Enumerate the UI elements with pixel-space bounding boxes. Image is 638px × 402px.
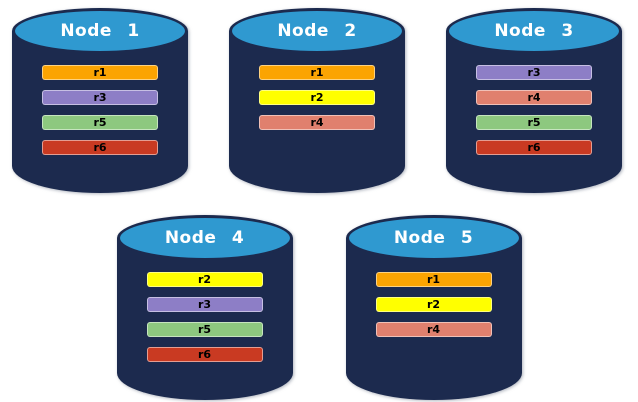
replica-bar-r1: r1: [42, 65, 158, 80]
replica-bar-r2: r2: [375, 297, 492, 312]
replica-list: r1 r2 r4: [346, 272, 522, 337]
node-cylinder: Node 3 r3 r4 r5 r6: [446, 8, 622, 193]
replica-bar-r6: r6: [476, 140, 592, 155]
node-label: Node 3: [494, 21, 574, 41]
replica-bar-r6: r6: [42, 140, 158, 155]
replica-list: r2 r3 r5 r6: [117, 272, 293, 362]
node-label: Node 2: [277, 21, 357, 41]
replica-bar-r2: r2: [146, 272, 263, 287]
cylinder-top-ellipse: Node 3: [446, 8, 622, 54]
bottom-row: Node 4 r2 r3 r5 r6 Node 5 r1 r2 r4: [0, 215, 638, 400]
replica-bar-r3: r3: [146, 297, 263, 312]
replica-bar-r2: r2: [259, 90, 375, 105]
node-label: Node 1: [60, 21, 140, 41]
cylinder-body: [116, 238, 293, 400]
node-cylinder: Node 1 r1 r3 r5 r6: [12, 8, 188, 193]
cylinder-top-ellipse: Node 2: [229, 8, 405, 54]
replica-bar-r1: r1: [375, 272, 492, 287]
node-cylinder: Node 5 r1 r2 r4: [345, 215, 522, 400]
replica-bar-r3: r3: [42, 90, 158, 105]
cylinder-top-ellipse: Node 1: [12, 8, 188, 54]
replica-list: r3 r4 r5 r6: [446, 65, 622, 155]
node-cylinder: Node 2 r1 r2 r4: [229, 8, 405, 193]
node-cylinder: Node 4 r2 r3 r5 r6: [116, 215, 293, 400]
cylinder-body: [229, 31, 405, 193]
node-label: Node 4: [164, 228, 245, 248]
replica-bar-r1: r1: [259, 65, 375, 80]
replica-bar-r5: r5: [476, 115, 592, 130]
replica-bar-r4: r4: [476, 90, 592, 105]
node-label: Node 5: [393, 228, 474, 248]
top-row: Node 1 r1 r3 r5 r6 Node 2 r1 r2 r4 Node 3 r3 r4 r5 r6: [0, 0, 638, 193]
cylinder-body: [446, 31, 622, 193]
replica-bar-r5: r5: [146, 322, 263, 337]
replica-list: r1 r3 r5 r6: [12, 65, 188, 155]
replica-bar-r5: r5: [42, 115, 158, 130]
replica-bar-r4: r4: [375, 322, 492, 337]
replica-list: r1 r2 r4: [229, 65, 405, 130]
cylinder-top-ellipse: Node 5: [345, 215, 522, 261]
cylinder-body: [345, 238, 522, 400]
cylinder-body: [12, 31, 188, 193]
replica-bar-r3: r3: [476, 65, 592, 80]
replica-bar-r4: r4: [259, 115, 375, 130]
replica-bar-r6: r6: [146, 347, 263, 362]
cylinder-top-ellipse: Node 4: [116, 215, 293, 261]
